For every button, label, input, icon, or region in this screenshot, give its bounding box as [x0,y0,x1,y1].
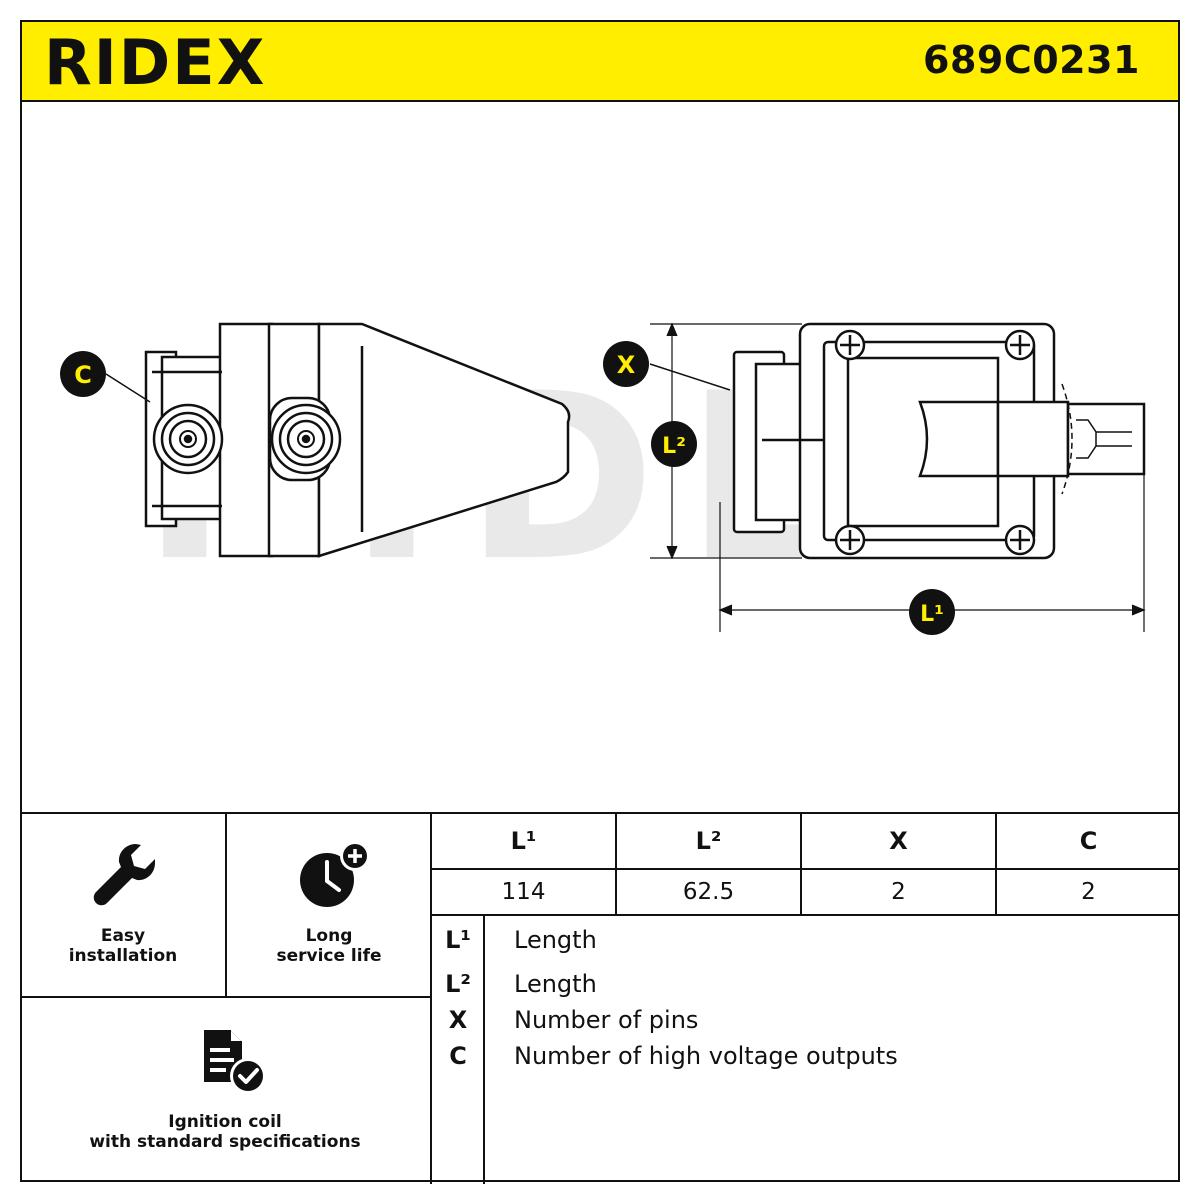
spec-value-c: 2 [995,868,1180,916]
divider [20,996,432,998]
callout-c-leader [105,373,151,403]
callout-c-label: C [74,361,92,389]
legend-text: Number of pins [514,1006,699,1034]
legend-row-x: X Number of pins [432,1006,1180,1042]
legend-row-c: C Number of high voltage outputs [432,1042,1180,1078]
legend-symbol: L² [445,970,471,998]
spec-table: L¹ L² X C 114 62.5 2 2 [432,814,1180,916]
legend-row-l1: L¹ Length [432,926,1180,962]
bottom-section: Easy installation Long service life Igni… [20,812,1180,1184]
spec-table-value-row: 114 62.5 2 2 [432,868,1180,916]
legend: L¹ Length L² Length X Number of pins C N… [432,914,1180,1184]
part-number: 689C0231 [923,38,1140,82]
callout-c-badge [60,351,106,397]
feature-standard-specifications: Ignition coil with standard specificatio… [20,998,430,1184]
callout-x-leader [649,363,731,391]
clock-plus-icon [300,841,370,907]
coil-front-view [144,322,571,558]
feature-easy-installation: Easy installation [20,814,226,998]
spec-value-l1: 114 [432,868,617,916]
spec-header-x: X [800,814,997,870]
divider [483,914,485,1184]
header-bar: RIDEX 689C0231 [20,20,1180,102]
legend-symbol: X [448,1006,468,1034]
callout-x-badge [603,341,649,387]
divider [225,814,227,998]
legend-text: Length [514,926,597,954]
spec-header-l2: L² [615,814,802,870]
technical-drawing: RIDEX C [22,102,1178,814]
feature-long-service-life: Long service life [227,814,431,998]
callout-l1-badge [909,589,955,635]
coil-top-view [732,322,1146,560]
document-check-icon [204,1030,266,1094]
wrench-icon [93,844,155,906]
callout-l1-label: L¹ [920,602,944,627]
drawing-canvas: RIDEX C [60,322,1146,635]
spec-value-x: 2 [800,868,997,916]
svg-text:RIDEX: RIDEX [44,30,266,94]
legend-symbol: C [449,1042,467,1070]
callout-l2-badge [651,421,697,467]
divider [430,814,432,1184]
spec-header-l1: L¹ [432,814,617,870]
feature-label-line2: with standard specifications [89,1132,361,1152]
spec-value-l2: 62.5 [615,868,802,916]
feature-label-line1: Easy [100,926,146,946]
callout-l2-label: L² [662,434,686,459]
dimension-l2 [650,322,802,560]
callout-x-label: X [617,351,636,379]
spec-header-c: C [995,814,1180,870]
legend-text: Length [514,970,597,998]
feature-label-line2: installation [68,946,178,966]
feature-label-line1: Ignition coil [168,1112,282,1132]
spec-table-header-row: L¹ L² X C [432,814,1180,870]
legend-symbol: L¹ [445,926,471,954]
feature-label-line1: Long [305,926,353,946]
feature-label-line2: service life [276,946,382,966]
legend-text: Number of high voltage outputs [514,1042,898,1070]
brand-logo: RIDEX [44,30,266,94]
legend-row-l2: L² Length [432,970,1180,1006]
